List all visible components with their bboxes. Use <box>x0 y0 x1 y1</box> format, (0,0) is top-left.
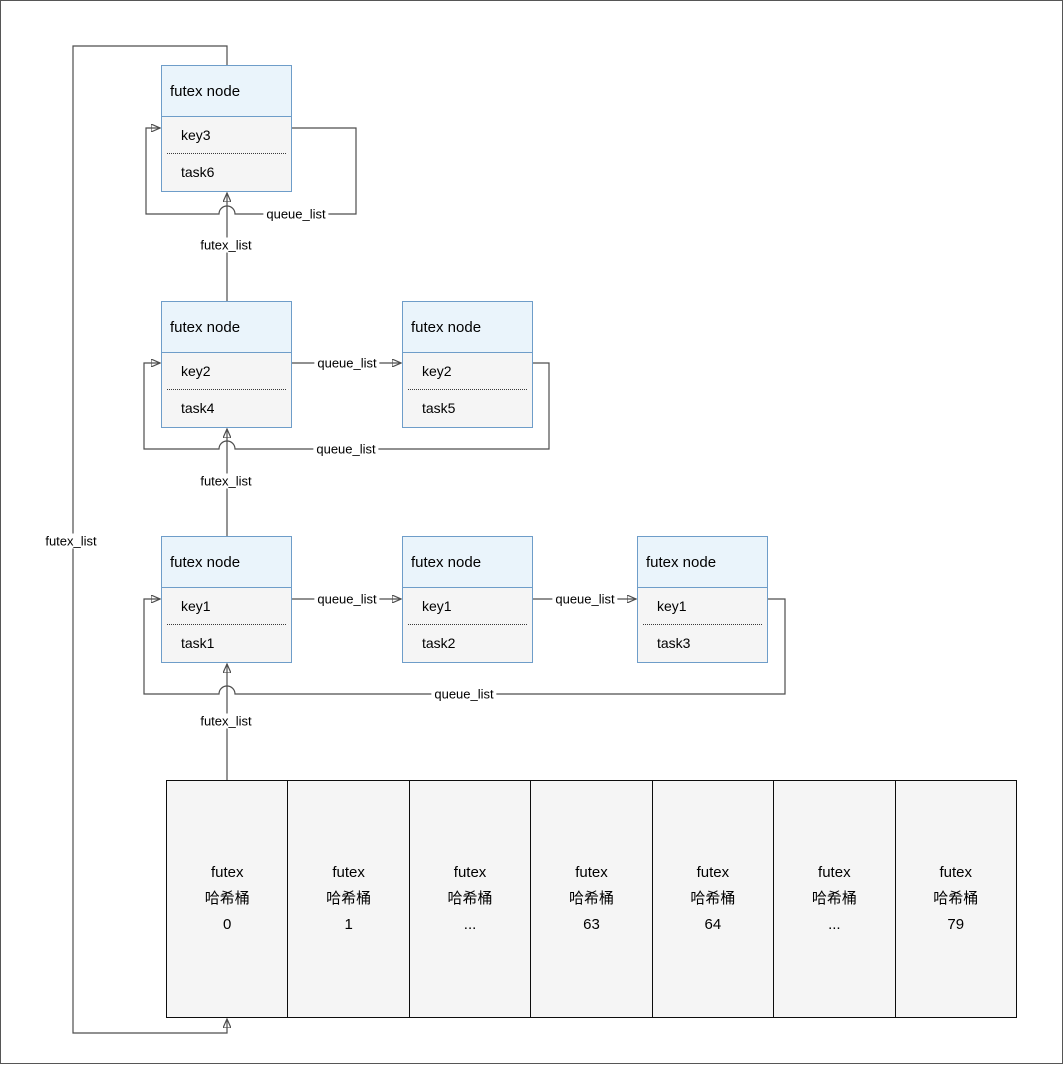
bucket-word: futex <box>453 864 487 881</box>
edge-label-futex-list: futex_list <box>42 533 100 549</box>
bucket-index: 1 <box>344 916 353 933</box>
key-task-divider <box>408 624 527 625</box>
bucket-word-cn: 哈希桶 <box>447 890 493 907</box>
edge-label-futex-list: futex_list <box>197 237 255 253</box>
key-task-divider <box>167 153 286 154</box>
node-key: key3 <box>181 127 211 143</box>
node-task: task3 <box>657 635 691 651</box>
node-title: futex node <box>403 302 532 353</box>
hash-bucket-63: futex 哈希桶 63 <box>530 780 653 1018</box>
bucket-word-cn: 哈希桶 <box>811 890 857 907</box>
node-task: task4 <box>181 400 215 416</box>
futex-node-key2-task4: futex node key2 task4 <box>161 301 292 428</box>
hash-bucket-ellipsis-2: futex 哈希桶 ... <box>773 780 896 1018</box>
bucket-index: 79 <box>947 916 965 933</box>
edge-label-queue-list: queue_list <box>263 206 329 222</box>
node-title: futex node <box>638 537 767 588</box>
bucket-word: futex <box>575 864 608 881</box>
edge-label-queue-list: queue_list <box>313 441 379 457</box>
bucket-word-cn: 哈希桶 <box>204 890 250 907</box>
key-task-divider <box>167 389 286 390</box>
bucket-word: futex <box>210 864 244 881</box>
futex-node-key1-task2: futex node key1 task2 <box>402 536 533 663</box>
node-task: task5 <box>422 400 456 416</box>
bucket-word-cn: 哈希桶 <box>326 890 372 907</box>
edge-label-queue-list: queue_list <box>552 591 618 607</box>
bucket-word: futex <box>939 864 972 881</box>
bucket-index: ... <box>828 916 841 933</box>
futex-hash-bucket-array: futex 哈希桶 0 futex 哈希桶 1 futex 哈希桶 ... fu… <box>166 780 1017 1018</box>
edge-label-futex-list: futex_list <box>197 473 255 489</box>
key-task-divider <box>643 624 762 625</box>
hash-bucket-79: futex 哈希桶 79 <box>894 780 1017 1018</box>
futex-node-key3-task6: futex node key3 task6 <box>161 65 292 192</box>
node-task: task1 <box>181 635 215 651</box>
edge-label-queue-list: queue_list <box>314 355 380 371</box>
edge-label-queue-list: queue_list <box>431 686 497 702</box>
edge-label-futex-list: futex_list <box>197 713 255 729</box>
bucket-word: futex <box>818 864 851 881</box>
node-key: key2 <box>422 363 452 379</box>
bucket-word: futex <box>696 864 730 881</box>
bucket-index: 0 <box>223 916 232 933</box>
hash-bucket-64: futex 哈希桶 64 <box>651 780 775 1018</box>
bucket-word-cn: 哈希桶 <box>568 890 614 907</box>
hash-bucket-0: futex 哈希桶 0 <box>166 780 289 1018</box>
bucket-index: 63 <box>583 916 600 933</box>
bucket-index: ... <box>463 916 477 933</box>
node-title: futex node <box>162 537 291 588</box>
node-title: futex node <box>162 66 291 117</box>
bucket-index: 64 <box>704 916 722 933</box>
edge-label-queue-list: queue_list <box>314 591 380 607</box>
node-title: futex node <box>162 302 291 353</box>
bucket-word-cn: 哈希桶 <box>690 890 736 907</box>
node-key: key1 <box>422 598 452 614</box>
node-task: task6 <box>181 164 215 180</box>
node-title: futex node <box>403 537 532 588</box>
key-task-divider <box>408 389 527 390</box>
hash-bucket-1: futex 哈希桶 1 <box>287 780 410 1018</box>
futex-node-key2-task5: futex node key2 task5 <box>402 301 533 428</box>
node-task: task2 <box>422 635 456 651</box>
futex-node-key1-task1: futex node key1 task1 <box>161 536 292 663</box>
futex-node-key1-task3: futex node key1 task3 <box>637 536 768 663</box>
node-key: key1 <box>181 598 211 614</box>
hash-bucket-ellipsis-1: futex 哈希桶 ... <box>408 780 532 1018</box>
bucket-word: futex <box>332 864 365 881</box>
node-key: key2 <box>181 363 211 379</box>
node-key: key1 <box>657 598 687 614</box>
key-task-divider <box>167 624 286 625</box>
bucket-word-cn: 哈希桶 <box>933 890 979 907</box>
